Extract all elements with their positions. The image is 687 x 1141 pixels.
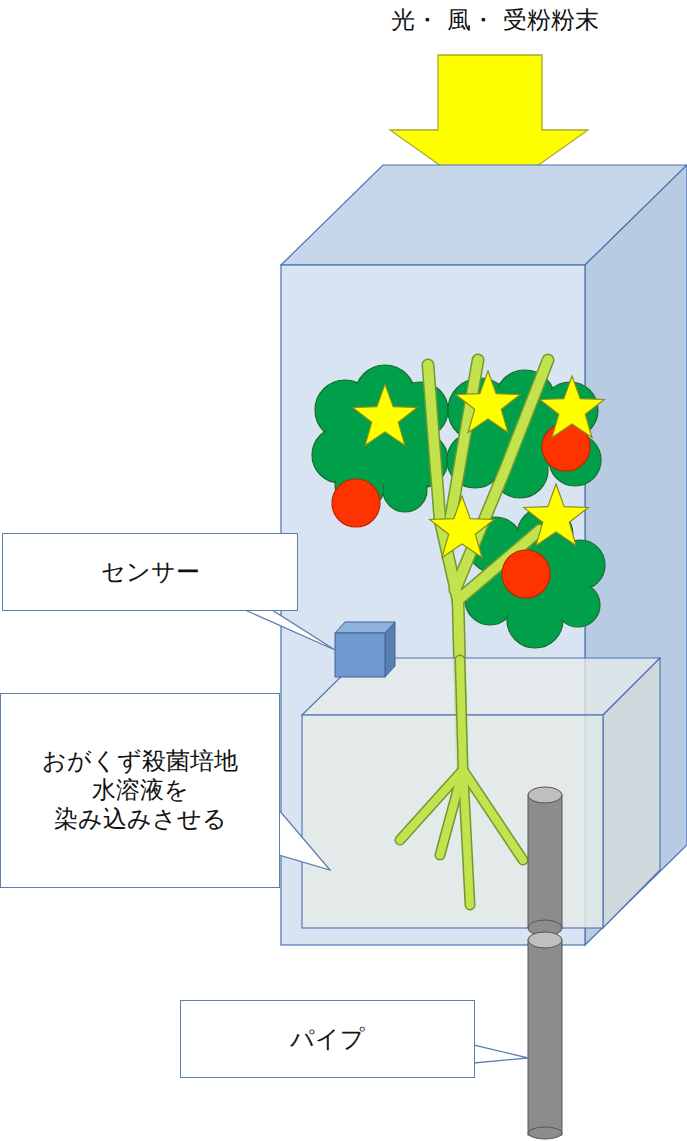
flower-star <box>353 371 605 558</box>
medium-front <box>302 715 603 928</box>
input-label: 光・ 風・ 受粉粉末 <box>391 6 598 35</box>
callout-text: センサー <box>101 558 200 587</box>
tomato <box>332 423 590 598</box>
pipe <box>528 787 562 1139</box>
root-outline <box>400 660 523 905</box>
root <box>400 660 523 905</box>
callout-text: おがくず殺菌培地 水溶液を 染み込みさせる <box>14 747 266 833</box>
sensor-front <box>335 633 385 677</box>
pipe-callout: パイプ <box>180 1000 475 1078</box>
medium-side <box>603 658 660 928</box>
sensor-side <box>385 622 395 677</box>
sensor-callout: センサー <box>2 533 298 611</box>
callout-tail <box>245 610 528 1063</box>
callout-text: パイプ <box>290 1025 365 1054</box>
medium-callout: おがくず殺菌培地 水溶液を 染み込みさせる <box>0 693 280 888</box>
